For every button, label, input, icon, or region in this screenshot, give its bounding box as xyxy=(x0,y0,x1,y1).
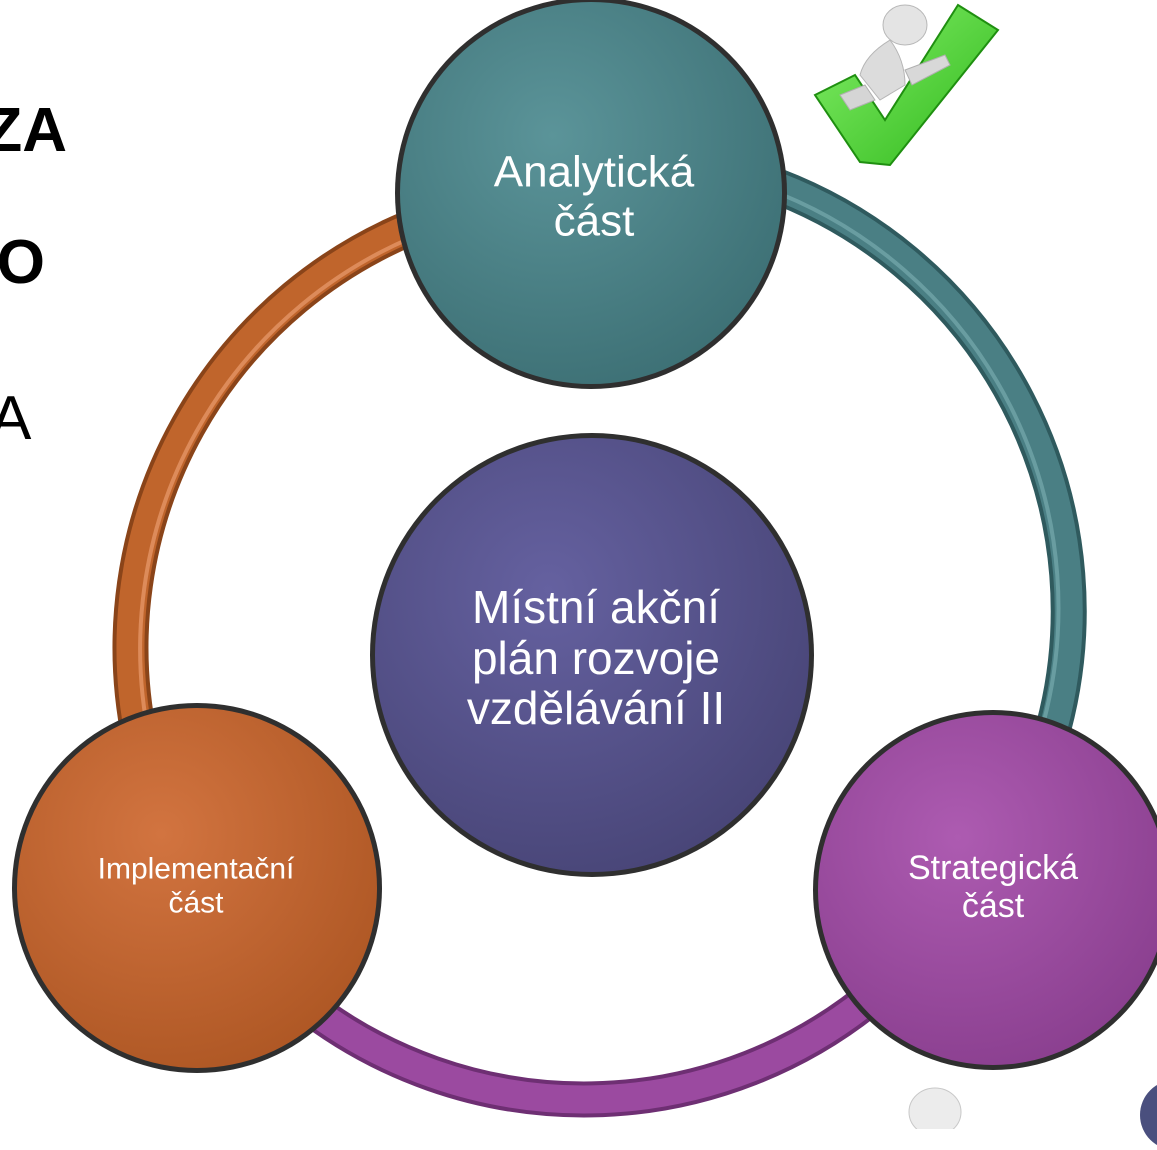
node-strategic-label: Strategická část xyxy=(907,848,1079,925)
side-title-fragment-2: O xyxy=(0,228,45,297)
node-strategic xyxy=(813,710,1157,1070)
ring xyxy=(112,162,1087,1118)
node-analytic xyxy=(395,0,787,389)
node-analytic-label: Analytická část xyxy=(493,147,695,246)
node-center xyxy=(370,433,814,877)
side-title-fragment-1: ZA xyxy=(0,96,67,165)
person-on-checkmark-icon xyxy=(813,3,1000,167)
node-center-label: Místní akční plán rozvoje vzdělávání II xyxy=(466,581,726,735)
person-figure-icon xyxy=(908,1087,962,1129)
node-implementation xyxy=(12,703,382,1073)
node-implementation-label: Implementační část xyxy=(97,852,295,919)
side-title-fragment-3: A xyxy=(0,384,32,453)
